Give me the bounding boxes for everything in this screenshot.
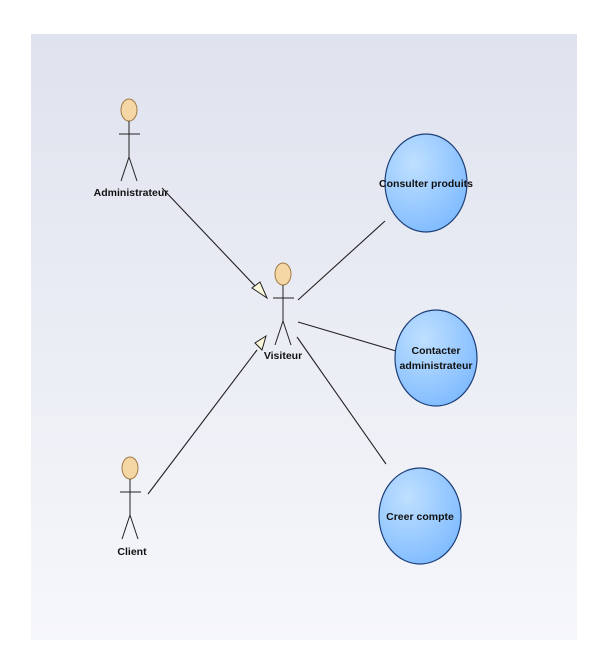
usecase-consulter-produits[interactable]: Consulter produits	[379, 133, 473, 233]
usecase-creer-compte[interactable]: Creer compte	[378, 467, 462, 565]
actor-head	[120, 98, 138, 122]
actor-head	[121, 456, 139, 480]
actor-label-client: Client	[117, 546, 147, 558]
actor-body	[120, 479, 141, 540]
actor-client[interactable]: Client	[117, 456, 147, 558]
usecase-label-creer: Creer compte	[386, 511, 454, 523]
usecase-ellipse	[384, 133, 468, 233]
connectors	[147, 187, 397, 495]
actor-label-visiteur: Visiteur	[264, 350, 302, 362]
actor-visiteur[interactable]: Visiteur	[264, 262, 302, 362]
arrowhead-client-hollow	[254, 334, 267, 351]
actor-body	[273, 285, 294, 346]
association-visiteur-contacter[interactable]	[297, 321, 397, 352]
generalization-arrowheads	[251, 281, 269, 351]
association-visiteur-creer[interactable]	[296, 336, 387, 465]
actor-body	[119, 121, 140, 182]
diagram-canvas	[31, 34, 577, 640]
arrowhead-administrateur-hollow	[251, 281, 269, 300]
usecase-ellipse	[394, 309, 478, 407]
usecase-label-contacter-line1: Contacter	[411, 345, 460, 357]
actor-head	[274, 262, 292, 286]
actor-label-administrateur: Administrateur	[94, 187, 169, 199]
usecase-label-contacter-line2: administrateur	[400, 360, 473, 372]
usecase-ellipse	[378, 467, 462, 565]
usecase-label-consulter: Consulter produits	[379, 178, 473, 190]
usecase-contacter-administrateur[interactable]: Contacter administrateur	[394, 309, 478, 407]
generalization-administrateur-visiteur[interactable]	[161, 187, 258, 289]
actor-administrateur[interactable]: Administrateur	[94, 98, 169, 199]
generalization-client-visiteur[interactable]	[147, 349, 258, 495]
association-visiteur-consulter[interactable]	[297, 220, 386, 301]
